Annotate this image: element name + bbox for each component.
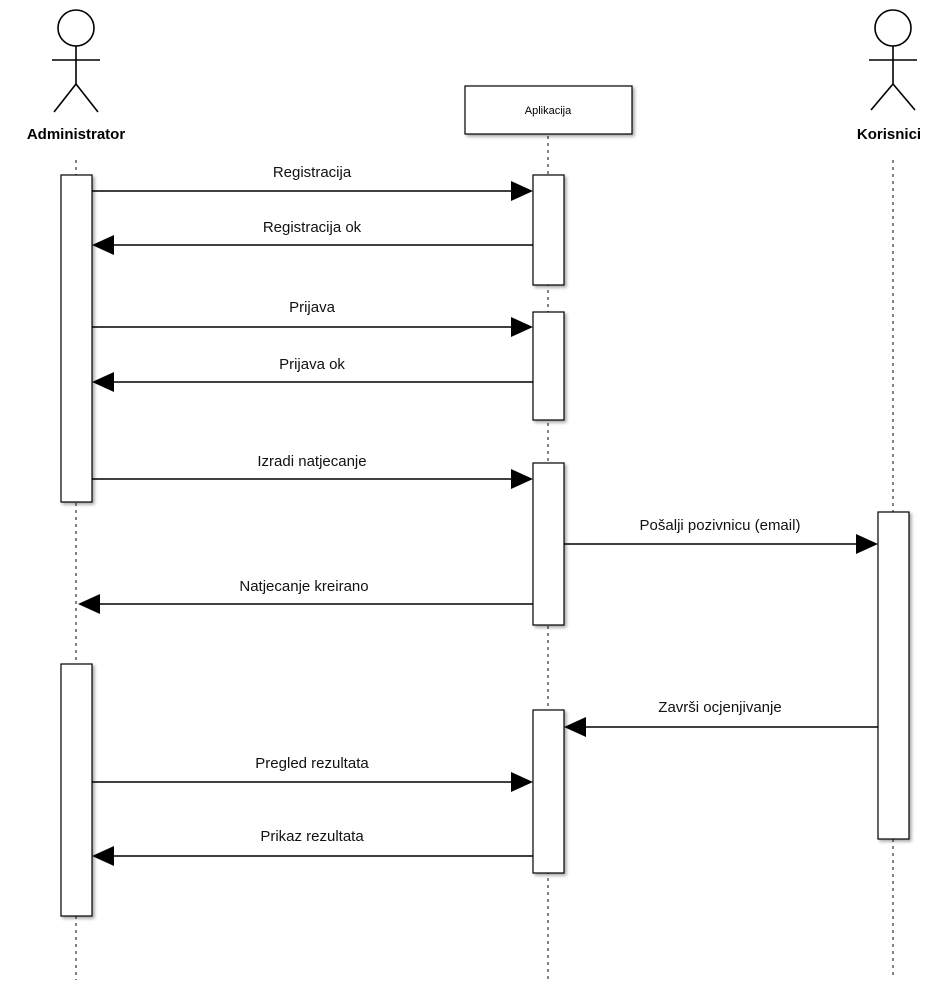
- message-posalji-pozivnicu: Pošalji pozivnicu (email): [564, 517, 878, 554]
- message-registracija-ok-label: Registracija ok: [263, 219, 362, 236]
- activation-korisnici-1: [877, 511, 910, 840]
- actor-korisnici-icon: [869, 9, 917, 111]
- message-prikaz-rezultata-label: Prikaz rezultata: [260, 828, 364, 845]
- participant-aplikacija-box: [464, 85, 633, 135]
- participant-aplikacija-label: Aplikacija: [525, 105, 572, 117]
- message-prijava-label: Prijava: [289, 299, 336, 316]
- message-prijava-ok-label: Prijava ok: [279, 356, 345, 373]
- actor-administrator-label: Administrator: [27, 126, 126, 143]
- message-natjecanje-kreirano-label: Natjecanje kreirano: [239, 578, 368, 595]
- message-registracija-ok: Registracija ok: [92, 219, 533, 255]
- activation-administrator-1: [60, 174, 93, 503]
- activation-aplikacija-1: [532, 174, 565, 286]
- message-izradi-natjecanje: Izradi natjecanje: [92, 453, 533, 489]
- message-izradi-natjecanje-label: Izradi natjecanje: [257, 453, 366, 470]
- activation-aplikacija-4: [532, 709, 565, 874]
- message-pregled-rezultata: Pregled rezultata: [92, 755, 533, 792]
- message-prijava: Prijava: [92, 299, 533, 337]
- activation-aplikacija-2: [532, 311, 565, 421]
- message-posalji-pozivnicu-label: Pošalji pozivnicu (email): [640, 517, 801, 534]
- message-zavrsi-ocjenjivanje-label: Završi ocjenjivanje: [658, 699, 781, 716]
- message-registracija: Registracija: [92, 164, 533, 201]
- message-pregled-rezultata-label: Pregled rezultata: [255, 755, 369, 772]
- activation-administrator-2: [60, 663, 93, 917]
- message-prikaz-rezultata: Prikaz rezultata: [92, 828, 533, 866]
- message-natjecanje-kreirano: Natjecanje kreirano: [78, 578, 533, 614]
- actor-administrator-icon: [52, 9, 100, 113]
- message-prijava-ok: Prijava ok: [92, 356, 533, 392]
- actor-korisnici-label: Korisnici: [857, 126, 921, 143]
- activation-aplikacija-3: [532, 462, 565, 626]
- message-zavrsi-ocjenjivanje: Završi ocjenjivanje: [564, 699, 878, 737]
- message-registracija-label: Registracija: [273, 164, 352, 181]
